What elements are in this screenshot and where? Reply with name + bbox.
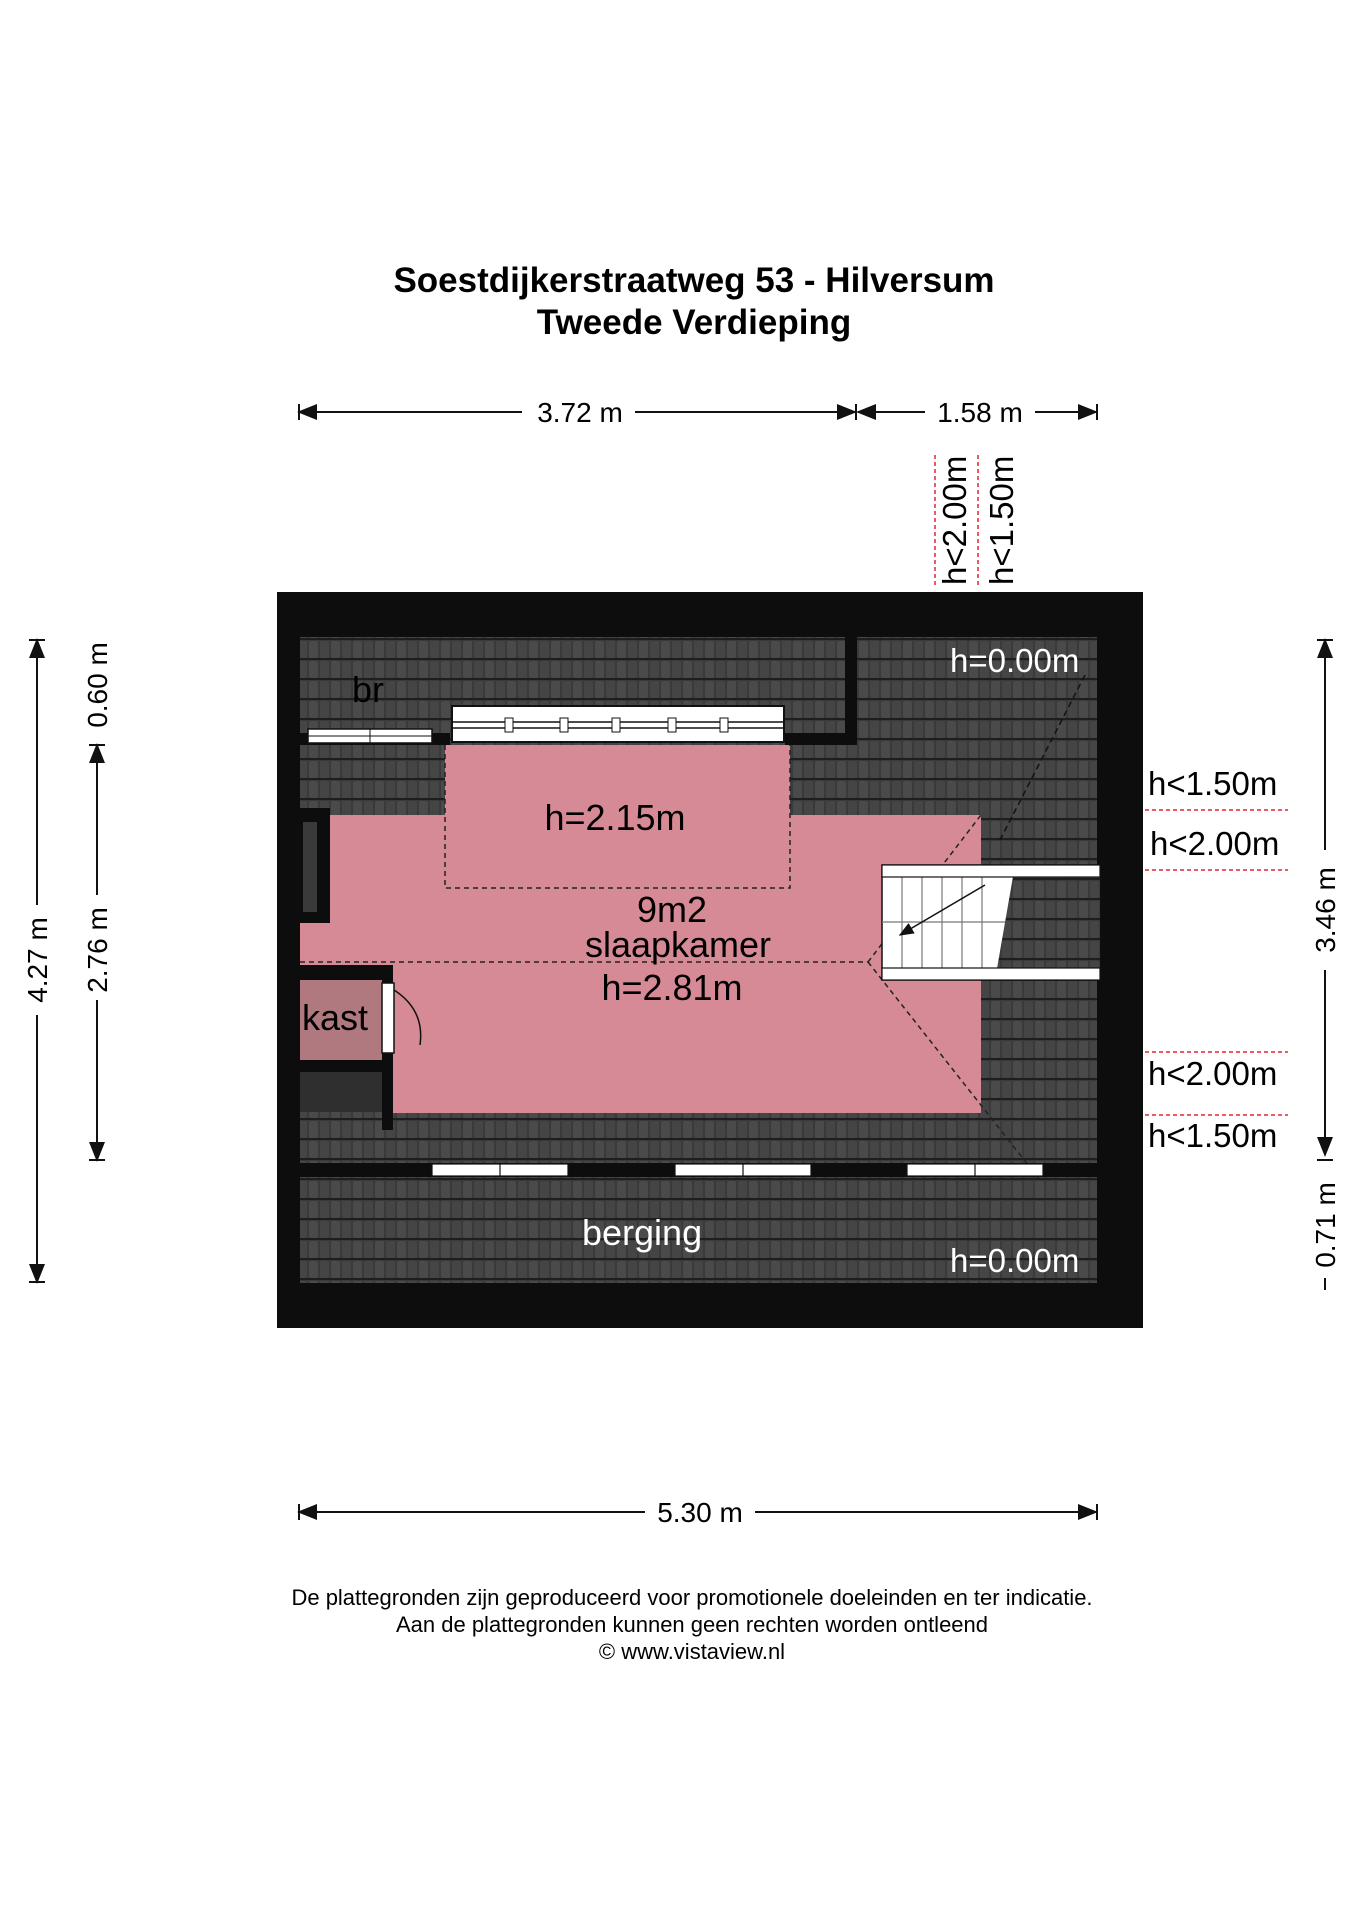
room-label-br: br <box>352 669 384 710</box>
roof-diagonal <box>999 674 1086 841</box>
height-right-2: h<2.00m <box>1150 825 1279 862</box>
wall-left-niche-inner <box>303 822 317 912</box>
bedroom-area-label: 9m2 <box>637 889 707 930</box>
dormer-height-label: h=2.15m <box>544 797 685 838</box>
kast-dark <box>300 1072 382 1112</box>
wall-kast-bottom <box>300 1060 382 1072</box>
bottom-dimension <box>297 1504 1098 1520</box>
address-title: Soestdijkerstraatweg 53 - Hilversum <box>393 261 994 300</box>
dim-top-right: 1.58 m <box>937 397 1023 428</box>
dim-left-inner-main: 2.76 m <box>82 907 113 993</box>
right-dimension <box>1317 638 1333 1290</box>
dim-bottom: 5.30 m <box>657 1497 743 1528</box>
top-dimension <box>297 404 1098 420</box>
footer-copyright-link[interactable]: © www.vistaview.nl <box>599 1639 785 1664</box>
height-right-4: h<1.50m <box>1148 1117 1277 1154</box>
window-bottom <box>431 1163 1044 1177</box>
wall-segment <box>785 733 857 745</box>
dim-left-inner-top: 0.60 m <box>82 642 113 728</box>
bedroom-name-label: slaapkamer <box>585 924 771 965</box>
dim-right-main: 3.46 m <box>1310 867 1341 953</box>
room-label-berging: berging <box>582 1212 702 1253</box>
height-right-1: h<1.50m <box>1148 765 1277 802</box>
dim-left-outer: 4.27 m <box>22 917 53 1003</box>
floor-title: Tweede Verdieping <box>537 303 851 342</box>
footer-disclaimer-1: De plattegronden zijn geproduceerd voor … <box>291 1585 1092 1610</box>
height-top-vertical-1: h<2.00m <box>936 456 973 585</box>
skylight-window <box>451 705 785 743</box>
wall-kast <box>382 980 393 1130</box>
bedroom-height-label: h=2.81m <box>601 967 742 1008</box>
footer-disclaimer-2: Aan de plattegronden kunnen geen rechten… <box>396 1612 988 1637</box>
kast-area <box>300 980 382 1060</box>
kast-door <box>381 982 422 1054</box>
dim-top-left: 3.72 m <box>537 397 623 428</box>
window-br <box>307 728 433 744</box>
height-top-vertical-2: h<1.50m <box>983 456 1020 585</box>
height-right-3: h<2.00m <box>1148 1055 1277 1092</box>
wall-kast <box>300 965 393 980</box>
bedroom-area <box>300 745 981 1113</box>
height-bottom-right-zero: h=0.00m <box>950 1242 1079 1279</box>
wall-segment <box>845 637 857 745</box>
left-dimension <box>29 638 105 1284</box>
dim-right-bottom: 0.71 m <box>1310 1182 1341 1268</box>
room-label-kast: kast <box>302 997 368 1038</box>
height-top-right-zero: h=0.00m <box>950 642 1079 679</box>
staircase[interactable] <box>881 864 1101 981</box>
right-height-lines <box>1145 809 1288 1116</box>
top-height-lines <box>934 455 979 585</box>
